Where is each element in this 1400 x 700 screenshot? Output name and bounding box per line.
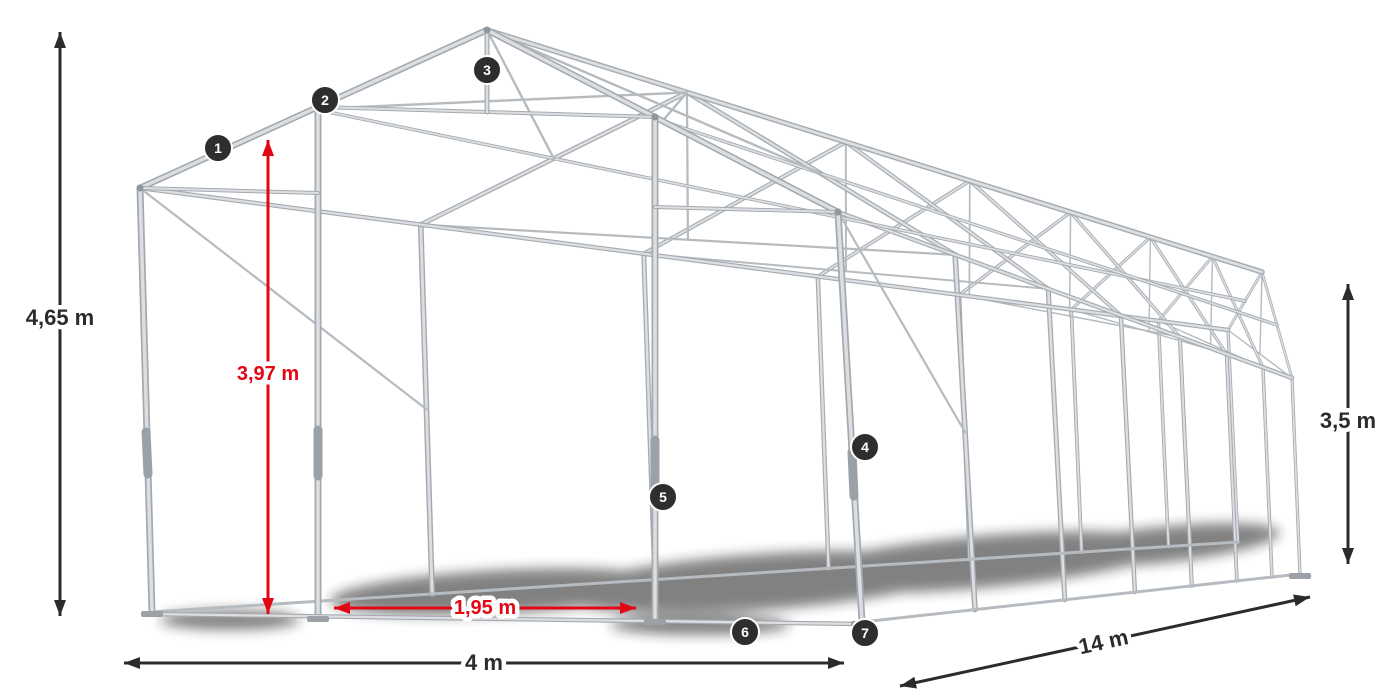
- frame-member: [1262, 366, 1273, 578]
- marker-1[interactable]: 1: [203, 133, 233, 163]
- frame-member: [1119, 314, 1137, 594]
- frame-member: [141, 427, 153, 479]
- svg-text:7: 7: [861, 625, 869, 641]
- dim-entrance-height-label: 3,97 m: [237, 363, 299, 385]
- frame-member: [661, 120, 1278, 326]
- frame-member: [139, 187, 319, 194]
- frame-member: [485, 28, 1264, 274]
- marker-5[interactable]: 5: [648, 482, 678, 512]
- frame-member: [836, 210, 967, 434]
- svg-text:5: 5: [659, 489, 667, 505]
- svg-text:1: 1: [214, 140, 222, 156]
- dim-entrance-width-label: 1,95 m: [454, 597, 516, 619]
- frame-member: [1046, 287, 1067, 602]
- frame-member: [138, 186, 154, 614]
- base-plate: [644, 619, 666, 625]
- dim-width: 4 m: [124, 646, 844, 680]
- frame-member: [1157, 320, 1170, 548]
- frame-member: [1070, 308, 1083, 554]
- frame-member: [150, 540, 1240, 614]
- frame-joint: [483, 26, 491, 34]
- dim-total-height: 4,65 m: [21, 32, 99, 616]
- svg-text:6: 6: [741, 624, 749, 640]
- svg-text:3: 3: [483, 62, 491, 78]
- dim-total-height-label: 4,65 m: [26, 305, 95, 330]
- marker-2[interactable]: 2: [310, 85, 340, 115]
- frame-joint: [834, 208, 842, 216]
- dim-entrance-height: 3,97 m: [232, 140, 304, 614]
- frame-member: [654, 206, 839, 213]
- frame-member: [312, 108, 1246, 302]
- marker-6[interactable]: 6: [730, 617, 760, 647]
- frame-member: [836, 210, 864, 624]
- frame-member: [485, 28, 556, 160]
- frame-member: [138, 186, 428, 411]
- dim-side-height-label: 3,5 m: [1320, 408, 1376, 433]
- frame-member: [685, 91, 690, 241]
- svg-text:4: 4: [861, 439, 869, 455]
- frame-joint: [651, 113, 659, 121]
- frame-member: [1227, 329, 1239, 543]
- frame-member: [485, 28, 823, 175]
- frame-member: [1291, 377, 1301, 575]
- frame-member: [312, 91, 689, 111]
- frame-member: [816, 275, 830, 570]
- dim-length-label: 14 m: [1076, 624, 1130, 659]
- tent-frame: [136, 26, 1311, 627]
- frame-joint: [136, 184, 144, 192]
- frame-member: [836, 210, 1294, 380]
- hotspot-markers: 1 2 3 4 5 6 7: [203, 55, 880, 648]
- marker-3[interactable]: 3: [472, 55, 502, 85]
- frame-member: [847, 447, 859, 501]
- marker-4[interactable]: 4: [850, 432, 880, 462]
- base-plate: [141, 611, 163, 617]
- frame-member: [661, 91, 689, 123]
- frame-member: [485, 28, 840, 214]
- dim-side-height: 3,5 m: [1315, 284, 1381, 564]
- dim-length-line: [899, 594, 1311, 689]
- dim-entrance-width: 1,95 m: [334, 593, 636, 624]
- base-plate: [307, 616, 329, 622]
- frame-member: [1259, 271, 1263, 355]
- dim-width-label: 4 m: [465, 650, 503, 675]
- base-plate: [1289, 573, 1311, 579]
- svg-text:2: 2: [321, 92, 329, 108]
- marker-7[interactable]: 7: [850, 618, 880, 648]
